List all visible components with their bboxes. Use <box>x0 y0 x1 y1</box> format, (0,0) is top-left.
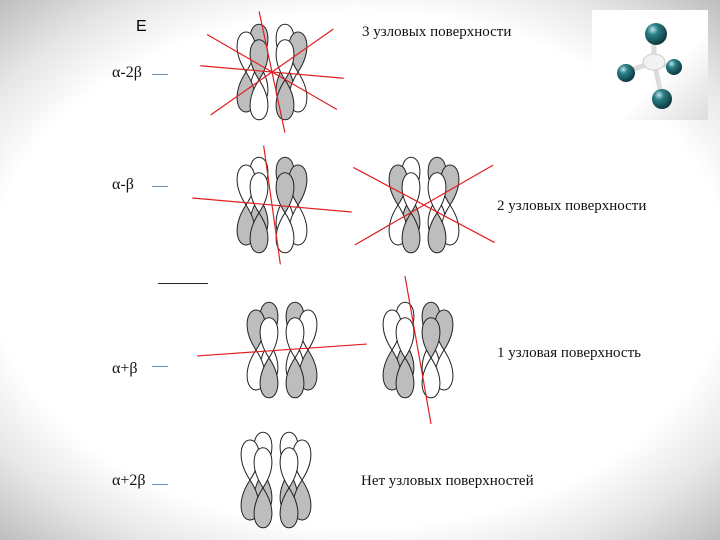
molecule-image <box>592 10 708 120</box>
caption-0-nodes: Нет узловых поверхностей <box>361 473 534 489</box>
nodal-plane-line <box>263 145 281 265</box>
orbital-lobe <box>259 356 279 399</box>
nodal-plane-line <box>404 276 432 424</box>
orbital-lobe <box>421 356 441 399</box>
orbital-lobe <box>249 39 269 81</box>
orbital-lobe <box>395 317 415 359</box>
energy-axis-label: E <box>136 18 147 35</box>
energy-level-line <box>152 484 168 485</box>
orbital-lobe <box>401 172 421 214</box>
level-label-a-2b: α-2β <box>112 64 142 81</box>
orbital-lobe <box>421 317 441 359</box>
nodal-plane-line <box>354 164 494 246</box>
orbital-lobe <box>275 39 295 81</box>
orbital-lobe <box>249 211 269 254</box>
level-label-a+2b: α+2β <box>112 472 146 489</box>
caption-2-nodes: 2 узловых поверхности <box>497 198 647 214</box>
orbital-lobe <box>395 356 415 399</box>
energy-level-line <box>152 366 168 367</box>
molecule-icon <box>617 23 682 109</box>
orbital-lobe <box>249 172 269 214</box>
orbital-lobe <box>253 486 273 529</box>
orbital-lobe <box>427 211 447 254</box>
orbital-lobe <box>275 172 295 214</box>
energy-level-line <box>152 186 168 187</box>
orbital-lobe <box>249 78 269 121</box>
orbital-lobe <box>279 447 299 489</box>
orbital-lobe <box>279 486 299 529</box>
caption-3-nodes: 3 узловых поверхности <box>362 24 512 40</box>
orbital-lobe <box>427 172 447 214</box>
divider-line <box>158 283 208 284</box>
orbital-lobe <box>401 211 421 254</box>
orbital-lobe <box>285 356 305 399</box>
orbital-lobe <box>259 317 279 359</box>
caption-1-node: 1 узловая поверхность <box>497 345 641 361</box>
energy-level-line <box>152 74 168 75</box>
level-label-a+b: α+β <box>112 360 138 377</box>
orbital-lobe <box>275 211 295 254</box>
nodal-plane-line <box>258 11 286 133</box>
orbital-lobe <box>253 447 273 489</box>
level-label-a-b: α-β <box>112 176 134 193</box>
orbital-lobe <box>285 317 305 359</box>
nodal-plane-line <box>197 343 367 357</box>
